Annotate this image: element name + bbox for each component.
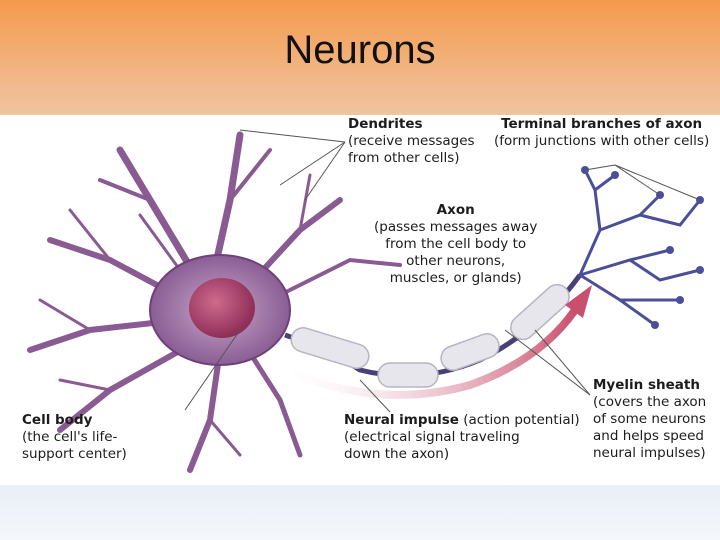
label-impulse-line: (electrical signal traveling xyxy=(344,429,520,445)
nucleus xyxy=(189,278,255,338)
label-axon-line: muscles, or glands) xyxy=(389,270,522,286)
label-myelin-line: (covers the axon xyxy=(593,394,707,410)
label-impulse-heading: Neural impulse xyxy=(344,412,459,428)
label-cell-body-heading: Cell body xyxy=(22,412,93,428)
label-myelin-sheath: Myelin sheath (covers the axon of some n… xyxy=(593,377,706,462)
neuron-diagram xyxy=(27,129,704,473)
impulse-arrow xyxy=(288,307,579,399)
label-dendrites: Dendrites (receive messages from other c… xyxy=(348,116,475,167)
impulse-arrowhead xyxy=(565,285,592,318)
label-impulse-heading-rest: (action potential) xyxy=(458,412,580,428)
pointer-lines xyxy=(184,129,701,413)
label-myelin-line: of some neurons xyxy=(593,411,706,427)
label-myelin-heading: Myelin sheath xyxy=(593,377,700,393)
bottom-band xyxy=(0,485,720,540)
myelin-segments xyxy=(290,283,570,388)
label-myelin-line: neural impulses) xyxy=(593,445,706,461)
label-terminal-branches: Terminal branches of axon (form junction… xyxy=(494,116,709,150)
label-terminal-heading: Terminal branches of axon xyxy=(501,116,703,132)
label-dendrites-line: from other cells) xyxy=(348,150,460,166)
label-cell-body-line: (the cell's life- xyxy=(22,429,118,445)
label-axon: Axon (passes messages away from the cell… xyxy=(374,202,537,287)
label-axon-line: other neurons, xyxy=(406,253,506,269)
label-dendrites-heading: Dendrites xyxy=(348,116,423,132)
label-axon-heading: Axon xyxy=(436,202,475,218)
label-neural-impulse: Neural impulse (action potential) (elect… xyxy=(344,412,580,463)
label-myelin-line: and helps speed xyxy=(593,428,704,444)
title-header xyxy=(0,0,720,115)
label-cell-body-line: support center) xyxy=(22,446,127,462)
label-dendrites-line: (receive messages xyxy=(348,133,475,149)
label-impulse-line: down the axon) xyxy=(344,446,450,462)
page-title: Neurons xyxy=(284,28,436,72)
axon-terminals xyxy=(578,168,702,327)
terminal-knobs xyxy=(581,166,704,329)
label-axon-line: (passes messages away xyxy=(374,219,538,235)
label-terminal-line: (form junctions with other cells) xyxy=(494,133,710,149)
label-cell-body: Cell body (the cell's life- support cent… xyxy=(22,412,127,463)
label-axon-line: from the cell body to xyxy=(385,236,527,252)
